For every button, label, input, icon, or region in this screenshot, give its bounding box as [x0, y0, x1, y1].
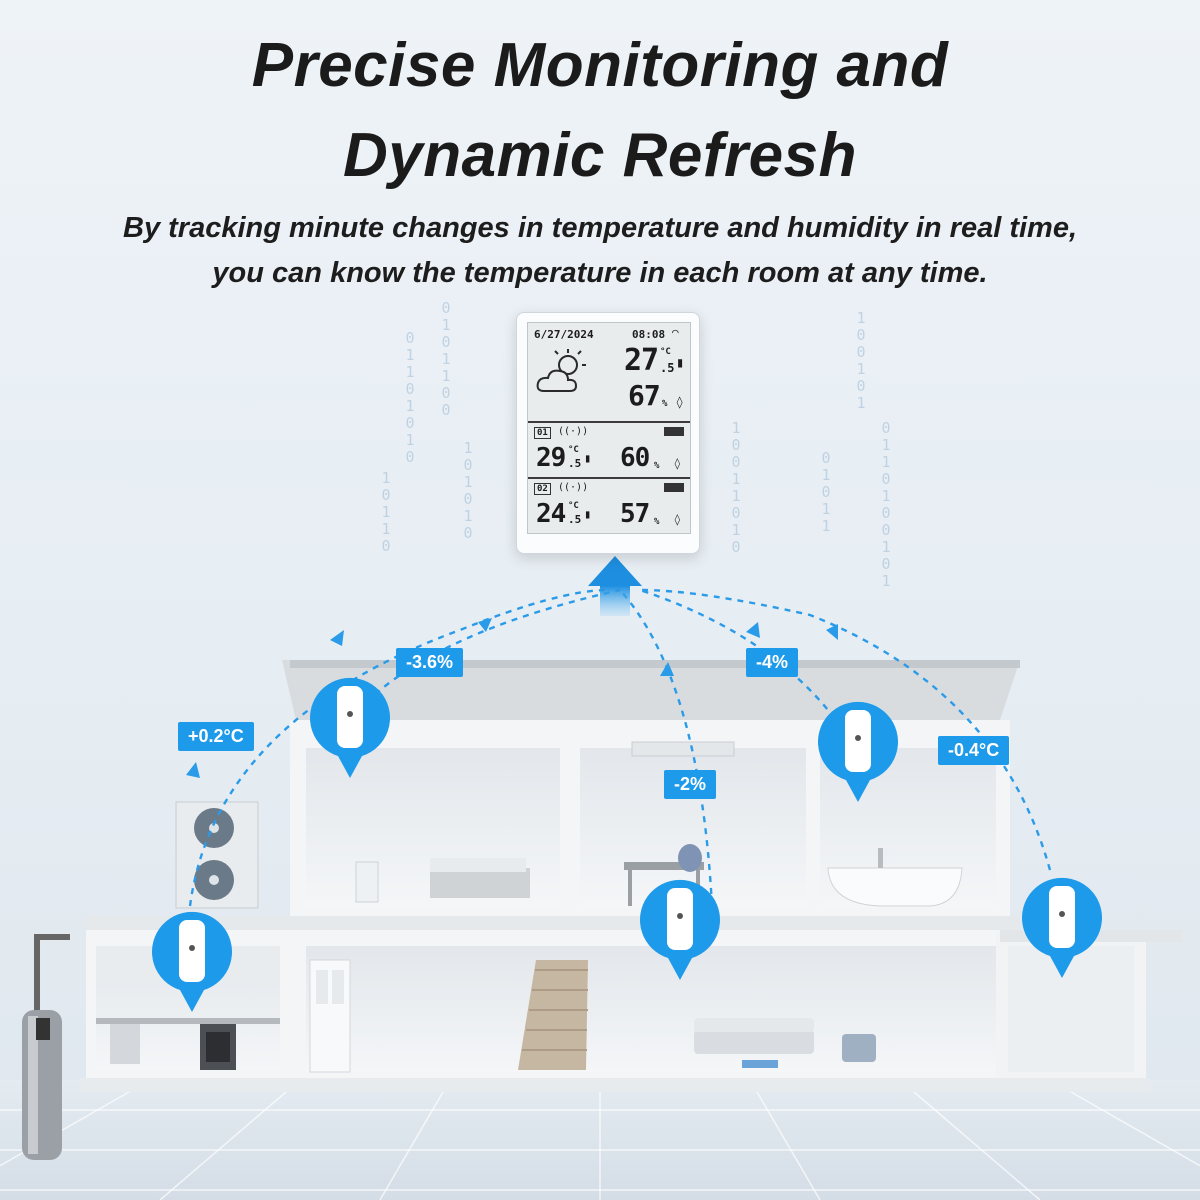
upload-arrow [588, 556, 642, 616]
binary-rain-decoration: 0101100 [441, 299, 451, 419]
main-temp: 27 [624, 343, 659, 378]
water-heater-illustration [22, 934, 70, 1160]
page-title-line-1: Precise Monitoring and [251, 31, 949, 100]
channel-2-temp-unit: °C [568, 501, 579, 511]
sensor-location-pin [310, 677, 390, 778]
droplet-icon: ◊ [676, 395, 684, 409]
signal-icon: ((·)) [558, 426, 589, 437]
lcd-divider [528, 477, 690, 479]
main-humidity: 67 [628, 379, 661, 412]
thermometer-icon: ▮ [584, 507, 592, 521]
subtitle-line-1: By tracking minute changes in temperatur… [123, 212, 1077, 244]
battery-icon [664, 427, 684, 436]
channel-1-label: 01 [534, 427, 551, 439]
weather-station-display: 6/27/2024 08:08 ◠ 27 °C .5 ▮ 67 % ◊ 01 (… [516, 312, 700, 554]
binary-rain-decoration: 0110100101 [881, 419, 891, 590]
wifi-icon: ◠ [672, 326, 679, 339]
subtitle-line-2: you can know the temperature in each roo… [212, 257, 988, 289]
thermometer-icon: ▮ [584, 451, 592, 465]
binary-rain-decoration: 10011010 [731, 419, 741, 556]
binary-rain-decoration: 01011 [821, 449, 831, 535]
living-room-delta-badge: -2% [664, 770, 717, 799]
signal-icon: ((·)) [558, 482, 589, 493]
binary-rain-decoration: 01101010 [405, 329, 415, 466]
signal-arrowheads [186, 618, 838, 778]
floor-grid [0, 1079, 1200, 1200]
sensor-location-pin [1022, 877, 1102, 978]
channel-2-temp: 24 [536, 499, 566, 529]
droplet-icon: ◊ [674, 513, 681, 526]
channel-2-temp-decimal: .5 [568, 513, 582, 526]
binary-rain-decoration: 100101 [856, 309, 866, 412]
channel-1-temp-decimal: .5 [568, 457, 582, 470]
page-title-line-2: Dynamic Refresh [342, 121, 858, 190]
sensor-location-pin [640, 879, 720, 980]
channel-1-humidity: 60 [620, 443, 650, 473]
bedroom-delta-badge: -3.6% [396, 648, 464, 677]
ac-unit-illustration [175, 801, 259, 909]
channel-2-humidity-unit: % [654, 517, 660, 527]
lcd-divider [528, 421, 690, 423]
clock-readout: 08:08 [632, 328, 666, 341]
sensor-location-pin [152, 911, 232, 1012]
kitchen-delta-badge: +0.2°C [178, 722, 254, 751]
bathroom-delta-badge: -4% [746, 648, 799, 677]
main-humidity-unit: % [662, 399, 668, 409]
thermometer-icon: ▮ [676, 355, 685, 371]
binary-rain-decoration: 10110 [381, 469, 391, 555]
lcd-screen: 6/27/2024 08:08 ◠ 27 °C .5 ▮ 67 % ◊ 01 (… [527, 322, 691, 534]
droplet-icon: ◊ [674, 457, 681, 470]
date-readout: 6/27/2024 [534, 328, 594, 341]
channel-2-humidity: 57 [620, 499, 650, 529]
channel-1-temp-unit: °C [568, 445, 579, 455]
garage-delta-badge: -0.4°C [938, 736, 1010, 765]
main-temp-unit: °C [660, 347, 671, 357]
channel-1-temp: 29 [536, 443, 566, 473]
channel-2-label: 02 [534, 483, 551, 495]
main-temp-decimal: .5 [660, 361, 675, 375]
channel-1-humidity-unit: % [654, 461, 660, 471]
house [80, 660, 1182, 1092]
sun-cloud-icon [536, 349, 586, 392]
sensor-location-pin [818, 701, 898, 802]
binary-rain-decoration: 101010 [463, 439, 473, 542]
battery-icon [664, 483, 684, 492]
